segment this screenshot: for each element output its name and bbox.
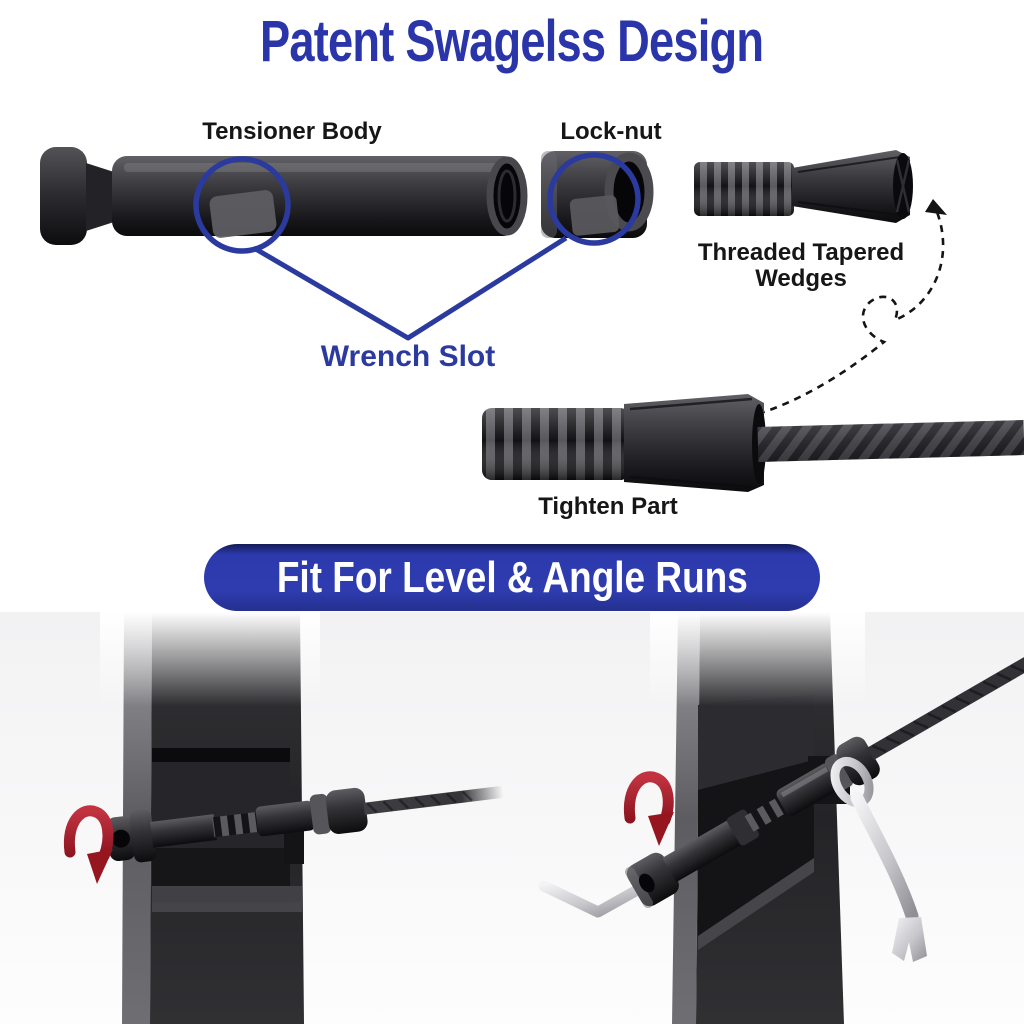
dashed-loop-arrow (752, 199, 947, 420)
wrench (830, 757, 927, 962)
installation-photos (0, 612, 1024, 1024)
right-tensioner-assembly (625, 654, 1024, 909)
allen-key (538, 878, 654, 918)
tensioner-body-label: Tensioner Body (202, 118, 382, 145)
magnifier-circle-locknut (547, 152, 641, 246)
level-run-photo (63, 612, 504, 1024)
threaded-wedge-part (694, 150, 913, 223)
left-tensioner-assembly (106, 785, 504, 863)
wrench-handle (850, 791, 919, 923)
lock-collar (325, 787, 368, 835)
page-title: Patent Swagelss Design (0, 9, 1024, 74)
rotate-arrow-icon (623, 771, 674, 846)
threaded-wedges-label-line2: Wedges (755, 265, 847, 292)
right-post (672, 612, 850, 1024)
wrench-slot-flat (209, 190, 277, 238)
page-title-text: Patent Swagelss Design (260, 9, 764, 74)
exploded-parts-diagram: Tensioner Body Lock-nut (40, 118, 1024, 520)
wrench-slot-label: Wrench Slot (321, 340, 495, 373)
steel-cable (757, 420, 1024, 462)
magnifier-circle-tensioner (193, 156, 291, 254)
angle-run-photo (538, 612, 1024, 1024)
rotate-arrow-icon (63, 805, 114, 884)
wrench-open-end (892, 917, 927, 962)
feature-banner: Fit For Level & Angle Runs (204, 544, 820, 611)
cable (363, 785, 504, 815)
callout-pointer-lines (252, 235, 568, 341)
hex-socket-hole (638, 873, 655, 893)
wrench-slot-flat (569, 195, 620, 236)
arrowhead (925, 199, 947, 215)
tighten-part-assembly (482, 394, 1024, 492)
feature-banner-text: Fit For Level & Angle Runs (276, 552, 748, 602)
threaded-wedges-label-line1: Threaded Tapered (698, 239, 904, 266)
tighten-part-label: Tighten Part (538, 493, 678, 520)
threaded-section (212, 811, 261, 838)
lock-nut-label: Lock-nut (560, 118, 661, 145)
threaded-section (744, 796, 789, 832)
tensioner-body-part (40, 147, 528, 245)
hex-socket-hole (111, 829, 130, 848)
